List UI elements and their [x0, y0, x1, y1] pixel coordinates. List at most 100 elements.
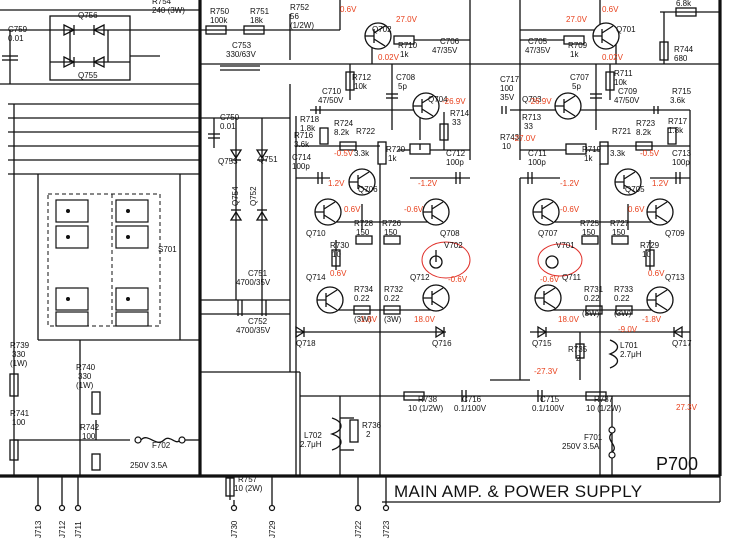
transistor-label: Q702	[372, 25, 392, 34]
transistor-label: Q754	[231, 186, 240, 206]
component-label: 10k	[614, 78, 628, 87]
voltage-reading: -0.6V	[560, 205, 580, 214]
component-label: 0.1/100V	[454, 404, 487, 413]
component-label: R720	[386, 145, 406, 154]
component-label: R717	[668, 117, 688, 126]
component-label: R736	[362, 421, 382, 430]
transistor-label: Q704	[428, 95, 448, 104]
component-label: 240 (3W)	[152, 6, 185, 15]
transistor-label: Q705	[625, 185, 645, 194]
component-label: R728	[354, 219, 374, 228]
component-label: R723	[636, 119, 656, 128]
speaker-switch-s701	[47, 193, 161, 327]
component-label: C711	[528, 149, 547, 158]
component-label: C715	[540, 395, 560, 404]
left-wiring	[0, 9, 200, 476]
component-label: C716	[462, 395, 482, 404]
transistor-leads	[535, 287, 556, 309]
transistor-leads	[423, 287, 444, 309]
voltage-reading: -1.2V	[418, 179, 438, 188]
component-label: R721	[612, 127, 632, 136]
component-label: 100	[82, 432, 96, 441]
voltage-reading: 27.0V	[566, 15, 588, 24]
component-label: C759	[8, 25, 28, 34]
amp-channel-left	[295, 0, 471, 476]
component-label: (3W)	[354, 315, 372, 324]
transistor-label: Q714	[306, 273, 326, 282]
component-label: 56	[290, 12, 299, 21]
component-label: R741	[10, 409, 30, 418]
component-label: 10 (1/2W)	[408, 404, 443, 413]
component-label: R710	[398, 41, 418, 50]
component-label: (1W)	[76, 381, 94, 390]
component-label: R725	[580, 219, 600, 228]
transistor-label: Q711	[562, 273, 582, 282]
component-label: 100	[12, 418, 26, 427]
component-label: 0.22	[354, 294, 370, 303]
component-label: R729	[640, 241, 660, 250]
component-label: R750	[210, 7, 230, 16]
transistor-label: Q712	[410, 273, 430, 282]
amp-channel-right	[490, 0, 720, 476]
component-label: C714	[292, 153, 312, 162]
component-label: (3W)	[614, 309, 632, 318]
component-label: C752	[248, 317, 268, 326]
voltage-reading: -0.6V	[448, 275, 468, 284]
component-label: R719	[582, 145, 602, 154]
transistor-label: Q710	[306, 229, 326, 238]
transistor-label: Q755	[78, 71, 98, 80]
component-label: 3.6k	[670, 96, 686, 105]
component-label: 150	[384, 228, 398, 237]
transistor-label: Q752	[249, 186, 258, 206]
component-label: C713	[672, 149, 692, 158]
component-label: C753	[232, 41, 252, 50]
component-label: 0.22	[614, 294, 630, 303]
component-label: 5p	[398, 82, 407, 91]
component-label: R751	[250, 7, 270, 16]
component-label: (3W)	[582, 309, 600, 318]
component-label: (1W)	[10, 359, 28, 368]
transistor-leads	[315, 201, 336, 223]
component-label: 1k	[388, 154, 397, 163]
component-label: R739	[10, 341, 30, 350]
transistor-label: Q707	[538, 229, 558, 238]
voltage-reading: 1.2V	[328, 179, 345, 188]
voltage-reading: -26.9V	[528, 97, 552, 106]
component-label: 330	[12, 350, 26, 359]
transistor-leads	[349, 171, 370, 193]
jack-label: J711	[74, 521, 83, 538]
voltage-reading: -27.0V	[512, 134, 536, 143]
component-label: L702	[304, 431, 322, 440]
jack-label: J723	[382, 520, 391, 538]
voltage-reading: 0.02V	[602, 53, 624, 62]
component-label: 0.01	[220, 122, 236, 131]
component-label: 33	[452, 118, 461, 127]
board-id: P700	[656, 454, 698, 474]
output-stage	[299, 372, 690, 476]
voltage-reading: 0.6V	[648, 269, 665, 278]
voltage-reading: -0.5V	[640, 149, 660, 158]
component-label: 100p	[292, 162, 310, 171]
component-label: 8.2k	[636, 128, 652, 137]
title-block: P700 MAIN AMP. & POWER SUPPLY	[382, 454, 721, 503]
component-label: 10	[332, 250, 341, 259]
component-label: 100	[500, 84, 514, 93]
component-label: R715	[672, 87, 692, 96]
voltage-reading: -9.0V	[618, 325, 638, 334]
component-label: S701	[158, 245, 177, 254]
component-label: R732	[384, 285, 404, 294]
component-label: R726	[382, 219, 402, 228]
component-label: 10 (1/2W)	[586, 404, 621, 413]
component-label: 6.8k	[676, 0, 692, 8]
transistor-label: Q713	[665, 273, 685, 282]
voltage-reading: 0.6V	[628, 205, 645, 214]
voltage-reading: 0.02V	[378, 53, 400, 62]
component-label: 1k	[570, 50, 579, 59]
voltage-reading: -0.6V	[404, 205, 424, 214]
transistor-leads	[533, 201, 554, 223]
voltage-reading: -26.9V	[442, 97, 466, 106]
component-label: 8.2k	[334, 128, 350, 137]
component-label: 1.8k	[668, 126, 684, 135]
component-label: 0.1/100V	[532, 404, 565, 413]
